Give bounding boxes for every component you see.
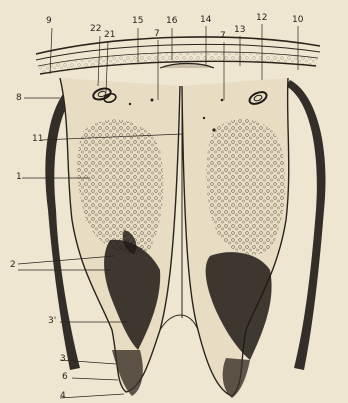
label-6: 6 [62,373,68,382]
label-3-prime: 3' [48,317,56,326]
dot [151,99,154,102]
dot [203,117,205,119]
label-16: 16 [166,17,177,26]
right-cortex-band [286,80,326,370]
label-3: 3 [60,355,66,364]
label-8: 8 [16,94,22,103]
label-14: 14 [200,16,211,25]
label-1: 1 [16,173,22,182]
label-7-right: 7 [220,32,226,41]
label-4: 4 [60,392,66,401]
dot [212,128,215,131]
label-9: 9 [46,17,52,26]
label-12: 12 [256,14,267,23]
label-15: 15 [132,17,143,26]
label-21: 21 [104,31,115,40]
label-13: 13 [234,26,245,35]
left-tip [112,350,143,396]
label-22: 22 [90,25,101,34]
label-7-left: 7 [154,30,160,39]
label-2: 2 [10,261,16,270]
dot [129,103,131,105]
lower-cleft [160,315,198,330]
label-11: 11 [32,135,43,144]
upper-layer-outer [36,37,320,54]
label-10: 10 [292,16,303,25]
dot [221,99,224,102]
